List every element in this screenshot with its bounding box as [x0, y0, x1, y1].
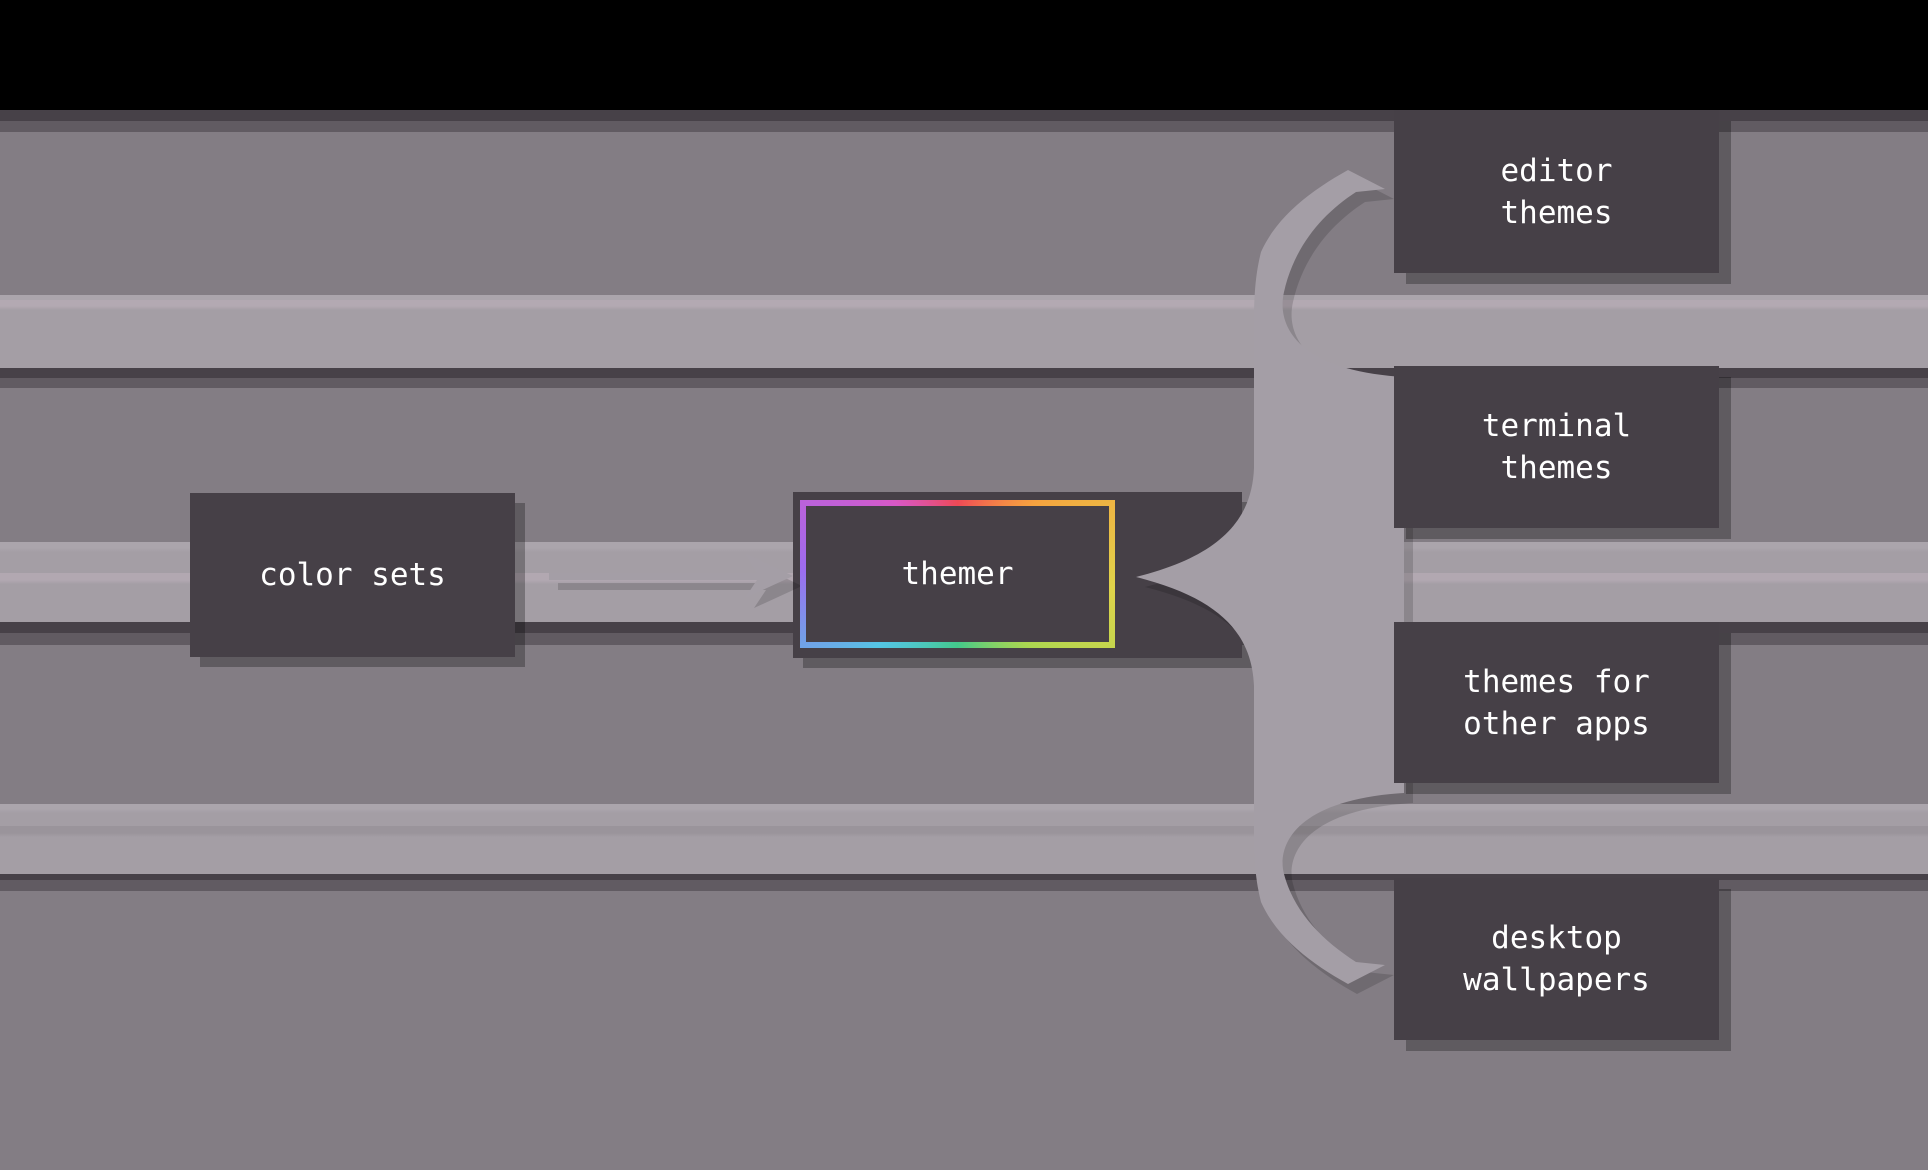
- node-color-sets-label: color sets: [259, 557, 446, 593]
- background-stripe: [0, 121, 1928, 132]
- node-label-line: other apps: [1463, 705, 1650, 742]
- fork-arrow: [1136, 170, 1404, 984]
- themer-rainbow-border: themer: [800, 500, 1115, 648]
- background-stripe: [0, 880, 1928, 891]
- node-label-line: desktop: [1491, 920, 1622, 956]
- background-stripe-black: [0, 0, 1928, 110]
- node-desktop-wallpapers: desktop wallpapers: [1394, 878, 1719, 1040]
- input-arrow: [549, 553, 793, 598]
- node-themer-label: themer: [901, 556, 1014, 592]
- node-color-sets: color sets: [190, 493, 515, 657]
- node-label-line: themes for: [1463, 663, 1650, 700]
- node-editor-themes: editor themes: [1394, 110, 1719, 273]
- background-stripe: [0, 874, 1928, 880]
- node-label-line: terminal: [1481, 408, 1632, 444]
- background-stripe: [0, 295, 1928, 368]
- node-terminal-themes: terminal themes: [1394, 366, 1719, 528]
- node-label-line: themes: [1500, 450, 1613, 486]
- background-stripe: [0, 378, 1928, 388]
- node-label-line: wallpapers: [1463, 962, 1650, 998]
- background-stripe: [0, 368, 1928, 378]
- background-stripe: [0, 110, 1928, 121]
- node-label-line: editor: [1500, 152, 1613, 189]
- node-label-line: themes: [1500, 194, 1613, 231]
- background-stripe: [0, 804, 1928, 874]
- node-themer: [806, 506, 1109, 642]
- node-themes-other-apps: themes for other apps: [1394, 622, 1719, 783]
